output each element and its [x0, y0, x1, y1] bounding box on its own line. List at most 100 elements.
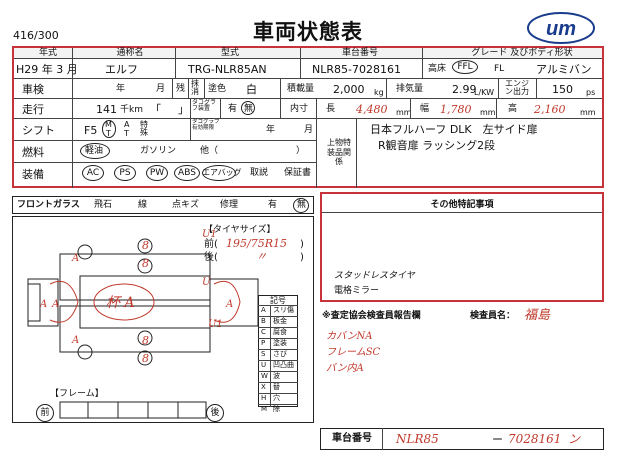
- other-notes-title: その他特記事項: [430, 200, 494, 210]
- fuel-diesel: 軽油: [85, 146, 104, 156]
- equip-airbag: エアバッグ: [202, 168, 242, 177]
- legend-label-h: 穴: [273, 394, 280, 402]
- inspector-name-label: 検査員名：: [470, 311, 516, 321]
- legend-code-c: C: [261, 328, 266, 336]
- capacity-value: 2,000: [333, 83, 365, 96]
- footer-chassis-end: ン: [568, 432, 581, 446]
- tacho-yes: 有: [228, 104, 238, 114]
- tacho-no-circle: [241, 101, 255, 115]
- legend-code-h: H: [261, 394, 267, 402]
- windshield-opt-repair: 修理: [220, 200, 239, 210]
- front-arrow-label: 前: [40, 408, 50, 418]
- tacho-exp-year: 年: [266, 125, 276, 135]
- equip-ps-circle: [114, 165, 136, 181]
- equip-ps: PS: [119, 168, 131, 178]
- shift-value: F5: [84, 124, 98, 137]
- footer-chassis-suffix: 7028161: [508, 432, 562, 446]
- fuel-type-value: FFL: [457, 62, 473, 72]
- windshield-no-circle: [293, 198, 309, 213]
- equip-ac: AC: [86, 168, 100, 178]
- legend-title: 記号: [270, 296, 286, 305]
- color-value: 白: [246, 83, 257, 96]
- diagram-mark-8: A: [72, 335, 80, 346]
- legend-label-s: さび: [273, 350, 287, 358]
- shift-at: A: [124, 120, 130, 129]
- legend-code-m: M: [261, 405, 268, 413]
- shift-special: 特殊: [140, 120, 148, 137]
- capacity-unit: kg: [374, 88, 384, 97]
- inspector-note-2: フレームSC: [326, 347, 381, 358]
- inspection-label: 車検: [22, 83, 44, 96]
- displacement-value: 2.99: [452, 83, 477, 96]
- diagram-mark-10: A: [40, 299, 48, 310]
- legend-code-a: A: [261, 306, 266, 314]
- shift-mt-circle: [102, 120, 116, 138]
- vehicle-diagram: [20, 224, 270, 374]
- mileage-unit: 千km: [120, 105, 143, 115]
- document-title: 車両状態表: [253, 20, 363, 44]
- fuel-gasoline: ガソリン: [140, 146, 177, 156]
- inspector-note-3: バン内A: [326, 363, 364, 374]
- header-grade: グレード 及びボディ形状: [471, 48, 573, 58]
- diagram-mark-5: A: [72, 253, 80, 264]
- front-arrow-icon: [36, 404, 54, 422]
- tire-rear-label: 後(: [204, 252, 218, 263]
- tire-front-close: ): [300, 239, 304, 250]
- inspector-note-1: カバンNA: [326, 331, 373, 342]
- shift-label: シフト: [22, 124, 55, 137]
- tire-rear-value: 〃: [256, 250, 267, 263]
- displacement-unit: L/KW: [474, 88, 495, 97]
- frame-diagram: [58, 398, 208, 422]
- rear-arrow-label: 後: [210, 408, 220, 418]
- windshield-opt-scratch: 点キズ: [172, 200, 200, 210]
- length-label: 長: [326, 104, 336, 114]
- inspector-report-label: ※査定協会検査員報告欄: [322, 311, 421, 321]
- power-unit: ps: [586, 88, 596, 97]
- equip-ac-circle: [82, 165, 104, 181]
- mileage-value: 141: [96, 103, 117, 116]
- inspection-year-unit: 年: [116, 84, 126, 94]
- shift-special-t: T: [124, 129, 129, 138]
- width-unit: mm: [480, 108, 496, 117]
- legend-code-w: W: [261, 372, 268, 380]
- windshield-opt-chip: 飛石: [94, 200, 113, 210]
- legend-label-w: 波: [273, 372, 280, 380]
- tacho-exp-month: 月: [304, 125, 314, 135]
- equip-pw-circle: [146, 165, 168, 181]
- shift-mt: M: [105, 120, 112, 129]
- diagram-mark-2: 8: [142, 257, 149, 270]
- other-notes-box: [320, 192, 604, 302]
- interior-label: 内寸: [290, 104, 309, 114]
- damage-diagram-area: [12, 216, 314, 423]
- diagram-mark-12: U1: [202, 229, 217, 240]
- legend-label-b: 板金: [273, 317, 287, 325]
- fuel-other: 他（: [200, 146, 219, 156]
- roof-value: 高床: [428, 64, 447, 74]
- legend-label-x: 替: [273, 383, 280, 391]
- footer-chassis-row: [320, 428, 604, 450]
- inspector-name: 福島: [524, 308, 551, 323]
- inspection-remaining: 残: [176, 84, 186, 94]
- equip-abs: ABS: [178, 168, 196, 178]
- fl-value: FL: [494, 64, 505, 74]
- footer-chassis-dash: ー: [492, 433, 503, 446]
- tire-title: 【タイヤサイズ】: [204, 225, 276, 235]
- width-value: 1,780: [440, 103, 472, 116]
- capacity-label: 積載量: [287, 84, 315, 94]
- color-label: 塗色: [208, 84, 227, 94]
- equip-warranty: 保証書: [284, 168, 312, 178]
- logo-text: um: [546, 18, 576, 40]
- header-year: 年式: [38, 48, 57, 58]
- tacho-no: 無: [244, 104, 254, 114]
- legend-code-s: S: [261, 350, 266, 358]
- diagram-mark-4: 8: [142, 352, 149, 365]
- body-value: アルミバン: [536, 63, 592, 76]
- header-model-name: 通称名: [116, 48, 144, 58]
- equip-manual: 取説: [250, 168, 269, 178]
- mileage-bracket-close: 」: [178, 103, 189, 116]
- special-equipment-label: 上物特装品関係: [327, 138, 351, 167]
- windshield-row: [12, 196, 314, 214]
- power-value: 150: [552, 83, 573, 96]
- legend-label-a: スリ傷: [273, 306, 294, 314]
- year-value: H29 年 3 月: [16, 63, 78, 76]
